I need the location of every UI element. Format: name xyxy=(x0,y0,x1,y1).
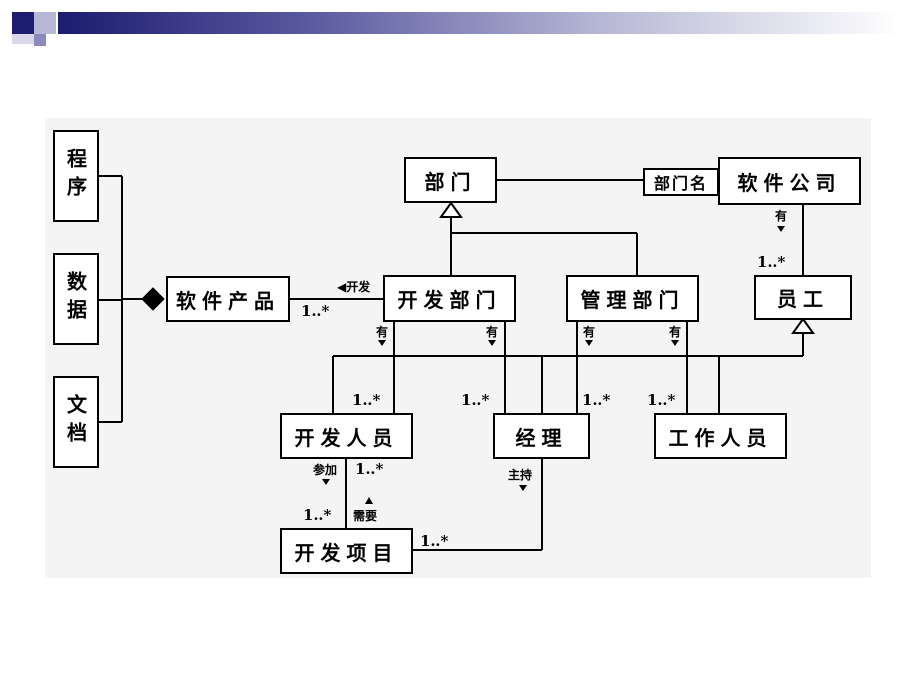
header-square-dark xyxy=(12,12,34,34)
multiplicity-label: 1‥* xyxy=(303,506,332,524)
node-worker: 工作人员 xyxy=(654,413,787,459)
multiplicity-label: 1‥* xyxy=(352,391,381,409)
header-square-light xyxy=(34,12,56,34)
header-square-pale xyxy=(12,34,34,44)
multiplicity-label: 1‥* xyxy=(420,532,449,550)
arrow-down-icon xyxy=(671,340,679,346)
arrow-down-icon xyxy=(777,226,785,232)
node-department: 部门 xyxy=(404,157,497,203)
generalization-triangle-icon xyxy=(439,201,463,218)
node-mgmt-department: 管理部门 xyxy=(566,275,699,322)
node-program: 程序 xyxy=(53,130,99,222)
node-dev-department: 开发部门 xyxy=(383,275,516,322)
node-developer: 开发人员 xyxy=(280,413,413,459)
node-dept-name: 部门名 xyxy=(643,168,719,196)
node-software-company: 软件公司 xyxy=(718,157,861,205)
multiplicity-label: 1‥* xyxy=(301,302,330,320)
arrow-down-icon xyxy=(378,340,386,346)
title-bar-gradient xyxy=(58,12,900,34)
arrow-down-icon xyxy=(322,479,330,485)
arrow-up-icon xyxy=(365,497,373,504)
header-square-mid xyxy=(34,34,46,46)
node-data: 数据 xyxy=(53,253,99,345)
multiplicity-label: 1‥* xyxy=(757,253,786,271)
label-has: 有 xyxy=(583,325,596,339)
arrow-down-icon xyxy=(519,485,527,491)
multiplicity-label: 1‥* xyxy=(582,391,611,409)
label-require: 需要 xyxy=(353,509,378,523)
node-employee: 员工 xyxy=(754,275,852,320)
multiplicity-label: 1‥* xyxy=(461,391,490,409)
composition-diamond-icon xyxy=(141,287,165,311)
multiplicity-label: 1‥* xyxy=(647,391,676,409)
node-document: 文档 xyxy=(53,376,99,468)
label-has: 有 xyxy=(775,209,788,223)
label-develop: ◀开发 xyxy=(337,280,371,294)
label-participate: 参加 xyxy=(313,463,338,477)
node-dev-project: 开发项目 xyxy=(280,528,413,574)
label-has: 有 xyxy=(486,325,499,339)
multiplicity-label: 1‥* xyxy=(355,460,384,478)
generalization-triangle-icon xyxy=(791,317,815,334)
label-has: 有 xyxy=(669,325,682,339)
label-has: 有 xyxy=(376,325,389,339)
label-preside: 主持 xyxy=(508,468,533,482)
node-manager: 经理 xyxy=(493,413,590,459)
arrow-down-icon xyxy=(488,340,496,346)
node-software-product: 软件产品 xyxy=(166,276,290,322)
arrow-down-icon xyxy=(585,340,593,346)
